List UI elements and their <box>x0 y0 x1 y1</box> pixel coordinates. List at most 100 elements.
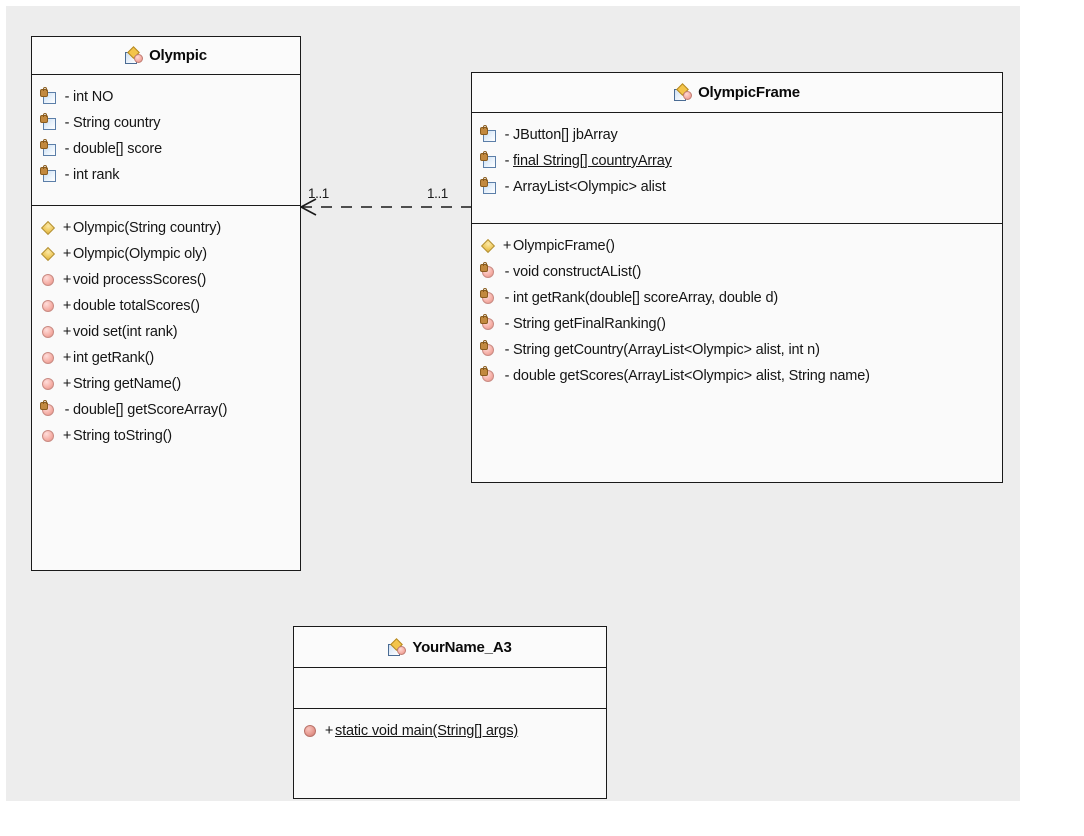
attributes-compartment-olympic: - int NO - String country - double[] sco… <box>32 75 300 205</box>
attribute-row[interactable]: - int NO <box>32 84 300 110</box>
operation-signature: static void main(String[] args) <box>335 723 519 739</box>
attributes-compartment-olympicframe: - JButton[] jbArray - final String[] cou… <box>472 113 1002 223</box>
attribute-signature: JButton[] jbArray <box>513 127 618 143</box>
visibility-marker: + <box>62 298 72 314</box>
private-field-icon <box>40 113 58 131</box>
private-method-icon <box>480 314 498 332</box>
operation-row[interactable]: + String toString() <box>32 423 300 449</box>
attribute-row[interactable]: - double[] score <box>32 136 300 162</box>
public-method-icon <box>40 298 58 314</box>
private-field-icon <box>40 139 58 157</box>
operation-row[interactable]: + void set(int rank) <box>32 319 300 345</box>
class-name-olympicframe: OlympicFrame <box>698 84 800 101</box>
visibility-marker: - <box>504 264 510 280</box>
visibility-marker: - <box>64 141 70 157</box>
operation-row[interactable]: + static void main(String[] args) <box>294 718 606 744</box>
operations-compartment-olympic: + Olympic(String country) + Olympic(Olym… <box>32 205 300 571</box>
visibility-marker: - <box>64 402 70 418</box>
operation-row[interactable]: + void processScores() <box>32 267 300 293</box>
operation-row[interactable]: - String getFinalRanking() <box>472 311 1002 337</box>
private-field-icon <box>480 177 498 195</box>
attribute-signature: double[] score <box>73 141 162 157</box>
constructor-icon <box>40 246 58 262</box>
operation-signature: void set(int rank) <box>73 324 178 340</box>
operation-row[interactable]: + int getRank() <box>32 345 300 371</box>
operation-signature: double getScores(ArrayList<Olympic> alis… <box>513 368 870 384</box>
operation-signature: int getRank() <box>73 350 155 366</box>
class-name-yourname-a3: YourName_A3 <box>412 638 512 656</box>
class-header-olympicframe: OlympicFrame <box>472 73 1002 113</box>
class-box-yourname-a3[interactable]: YourName_A3 + static void main(String[] … <box>293 626 607 799</box>
operation-row[interactable]: + double totalScores() <box>32 293 300 319</box>
operation-signature: int getRank(double[] scoreArray, double … <box>513 290 779 306</box>
visibility-marker: - <box>504 316 510 332</box>
attribute-signature: int NO <box>73 89 114 105</box>
visibility-marker: + <box>62 350 72 366</box>
visibility-marker: + <box>502 238 512 254</box>
association-target-multiplicity: 1..1 <box>308 186 329 201</box>
operation-row[interactable]: + Olympic(String country) <box>32 215 300 241</box>
operation-signature: Olympic(Olympic oly) <box>73 246 207 262</box>
static-main-icon <box>302 723 320 739</box>
visibility-marker: - <box>504 342 510 358</box>
public-method-icon <box>40 324 58 340</box>
operation-signature: String getFinalRanking() <box>513 316 666 332</box>
private-field-icon <box>480 151 498 169</box>
class-icon <box>125 46 144 65</box>
operation-row[interactable]: - String getCountry(ArrayList<Olympic> a… <box>472 337 1002 363</box>
class-box-olympicframe[interactable]: OlympicFrame - JButton[] jbArray - final… <box>471 72 1003 483</box>
attribute-signature: ArrayList<Olympic> alist <box>513 179 666 195</box>
visibility-marker: + <box>62 376 72 392</box>
visibility-marker: + <box>62 220 72 236</box>
operation-row[interactable]: - void constructAList() <box>472 259 1002 285</box>
public-method-icon <box>40 350 58 366</box>
attribute-row[interactable]: - int rank <box>32 162 300 188</box>
visibility-marker: + <box>62 272 72 288</box>
private-method-icon <box>480 366 498 384</box>
operation-row[interactable]: - int getRank(double[] scoreArray, doubl… <box>472 285 1002 311</box>
private-method-icon <box>40 400 58 418</box>
operation-signature: double[] getScoreArray() <box>73 402 228 418</box>
attribute-row[interactable]: - String country <box>32 110 300 136</box>
public-method-icon <box>40 428 58 444</box>
operations-compartment-yourname-a3: + static void main(String[] args) <box>294 708 606 798</box>
operation-row[interactable]: - double[] getScoreArray() <box>32 397 300 423</box>
attribute-signature: final String[] countryArray <box>513 153 672 169</box>
public-method-icon <box>40 376 58 392</box>
attribute-row[interactable]: - final String[] countryArray <box>472 148 1002 174</box>
visibility-marker: + <box>62 246 72 262</box>
operation-row[interactable]: - double getScores(ArrayList<Olympic> al… <box>472 363 1002 389</box>
private-method-icon <box>480 340 498 358</box>
operation-signature: void constructAList() <box>513 264 642 280</box>
operation-signature: void processScores() <box>73 272 207 288</box>
attribute-row[interactable]: - ArrayList<Olympic> alist <box>472 174 1002 200</box>
class-header-olympic: Olympic <box>32 37 300 75</box>
private-method-icon <box>480 262 498 280</box>
visibility-marker: + <box>62 428 72 444</box>
private-field-icon <box>40 87 58 105</box>
operation-signature: OlympicFrame() <box>513 238 615 254</box>
visibility-marker: - <box>504 153 510 169</box>
constructor-icon <box>480 238 498 254</box>
class-header-yourname-a3: YourName_A3 <box>294 627 606 668</box>
class-box-olympic[interactable]: Olympic - int NO - String country - doub… <box>31 36 301 571</box>
visibility-marker: - <box>64 89 70 105</box>
visibility-marker: - <box>504 290 510 306</box>
private-field-icon <box>40 165 58 183</box>
visibility-marker: + <box>62 324 72 340</box>
operation-row[interactable]: + Olympic(Olympic oly) <box>32 241 300 267</box>
association-arrowhead <box>299 198 317 216</box>
operation-signature: double totalScores() <box>73 298 200 314</box>
class-icon <box>388 637 407 657</box>
private-field-icon <box>480 125 498 143</box>
operation-row[interactable]: + OlympicFrame() <box>472 233 1002 259</box>
visibility-marker: + <box>324 723 334 739</box>
operation-row[interactable]: + String getName() <box>32 371 300 397</box>
operation-signature: String getName() <box>73 376 181 392</box>
attribute-row[interactable]: - JButton[] jbArray <box>472 122 1002 148</box>
private-method-icon <box>480 288 498 306</box>
attributes-compartment-yourname-a3 <box>294 668 606 708</box>
visibility-marker: - <box>504 179 510 195</box>
visibility-marker: - <box>64 115 70 131</box>
operation-signature: Olympic(String country) <box>73 220 222 236</box>
